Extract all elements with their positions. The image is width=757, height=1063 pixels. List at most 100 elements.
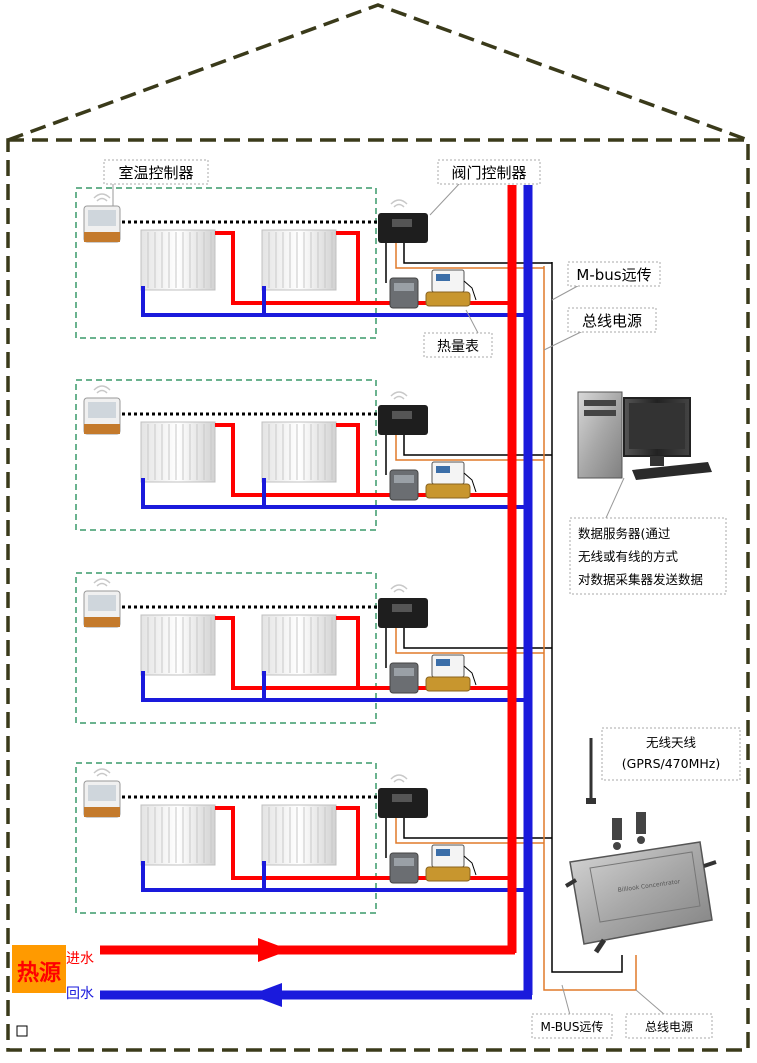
valve-actuator-icon — [389, 469, 419, 501]
heat-meter-wire — [463, 665, 477, 686]
mbus-branch-wire — [403, 243, 552, 264]
thermostat-wifi-icon — [93, 578, 111, 587]
antenna-icon — [586, 738, 596, 804]
supply-branch-pipe — [336, 423, 360, 495]
server-desc-line2: 无线或有线的方式 — [578, 549, 679, 564]
supply-branch-pipe — [215, 231, 512, 305]
floor-unit — [75, 762, 552, 914]
heat-meter-wire — [463, 280, 477, 301]
valve-wifi-icon — [390, 584, 408, 593]
radiator — [140, 229, 216, 291]
supply-branch-pipe — [215, 806, 512, 880]
return-water-label: 回水 — [66, 986, 94, 1002]
pc-tower — [577, 391, 623, 479]
bus-power-trunk — [543, 266, 637, 991]
house-outline — [6, 3, 750, 1052]
return-branch-pipe — [141, 861, 528, 892]
thermostat-wifi-icon — [93, 193, 111, 202]
floor-room-box — [75, 187, 377, 339]
antenna-label-line2: (GPRS/470MHz) — [622, 756, 720, 771]
return-branch-pipe — [141, 671, 528, 702]
room-thermostat-icon — [83, 193, 121, 243]
supply-main-pipe — [100, 938, 515, 962]
floor-room-box — [75, 762, 377, 914]
mbus-branch-wire — [403, 435, 552, 456]
heat-source-label: 热源 — [17, 960, 61, 986]
return-main-pipe — [100, 983, 532, 1007]
supply-branch-pipe — [336, 231, 360, 303]
small-square-icon — [16, 1025, 28, 1037]
antenna-label-line1: 无线天线 — [646, 735, 697, 750]
room-thermostat-icon — [83, 578, 121, 628]
supply-branch-pipe — [215, 616, 512, 690]
thermostat-wifi-icon — [93, 385, 111, 394]
bus-power-callout: 总线电源 — [543, 307, 657, 351]
data-concentrator: Billlook Concentrator — [564, 841, 717, 954]
valve-actuator-icon — [389, 277, 419, 309]
mbus-remote-callout: M-bus远传 — [551, 261, 661, 301]
valve-controller-icon — [378, 391, 428, 435]
room-thermostat-icon — [83, 768, 121, 818]
radiator — [140, 421, 216, 483]
radiator — [261, 614, 337, 676]
valve-wifi-icon — [390, 774, 408, 783]
heat-meter-label: 热量表 — [437, 339, 479, 355]
antenna-callout: 无线天线 (GPRS/470MHz) — [601, 727, 741, 781]
mbus-remote-label: M-bus远传 — [576, 266, 651, 284]
valve-controller-icon — [378, 199, 428, 243]
connector-icons — [612, 812, 646, 850]
server-desc-line3: 对数据采集器发送数据 — [578, 572, 703, 587]
radiator — [261, 804, 337, 866]
valve-controller-callout: 阀门控制器 — [429, 159, 541, 216]
return-branch-pipe — [141, 478, 528, 509]
bus-power-branch-wire — [395, 243, 544, 269]
room-thermostat-callout: 室温控制器 — [103, 159, 209, 206]
server-desc-line1: 数据服务器(通过 — [578, 526, 671, 541]
bus-power-bottom-callout: 总线电源 — [625, 989, 713, 1039]
floors-layer — [75, 187, 552, 914]
mbus-remote-bottom-callout: M-BUS远传 — [531, 984, 613, 1039]
radiator — [261, 229, 337, 291]
heat-meter-wire — [463, 472, 477, 493]
radiator — [261, 421, 337, 483]
heat-source-box — [12, 945, 66, 993]
heat-meter-wire — [463, 855, 477, 876]
supply-branch-pipe — [336, 806, 360, 878]
mbus-trunk — [551, 262, 623, 973]
bus-power-branch-wire — [395, 818, 544, 844]
valve-wifi-icon — [390, 199, 408, 208]
room-thermostat-icon — [83, 385, 121, 435]
valve-controller-label: 阀门控制器 — [451, 164, 526, 182]
bus-power-bottom-label: 总线电源 — [645, 1020, 693, 1034]
bus-power-branch-wire — [395, 628, 544, 654]
supply-water-label: 进水 — [66, 951, 94, 967]
data-server-callout: 数据服务器(通过 无线或有线的方式 对数据采集器发送数据 — [569, 517, 727, 595]
thermostat-wifi-icon — [93, 768, 111, 777]
floor-room-box — [75, 379, 377, 531]
valve-actuator-icon — [389, 662, 419, 694]
bus-power-label: 总线电源 — [582, 312, 642, 330]
heat-meter-icon — [425, 269, 477, 307]
floor-unit — [75, 572, 552, 724]
supply-branch-pipe — [215, 423, 512, 497]
return-branch-pipe — [141, 286, 528, 317]
heat-meter-icon — [425, 654, 477, 692]
mbus-branch-wire — [403, 818, 552, 839]
mbus-remote-bottom-label: M-BUS远传 — [541, 1019, 604, 1034]
heat-meter-icon — [425, 461, 477, 499]
heat-meter-icon — [425, 844, 477, 882]
radiator — [140, 804, 216, 866]
server-callout-line — [605, 477, 625, 519]
floor-room-box — [75, 572, 377, 724]
valve-wifi-icon — [390, 391, 408, 400]
computer-icon — [577, 391, 712, 480]
mbus-branch-wire — [403, 628, 552, 649]
bus-power-branch-wire — [395, 435, 544, 461]
supply-branch-pipe — [336, 616, 360, 688]
valve-actuator-icon — [389, 852, 419, 884]
room-thermostat-label: 室温控制器 — [118, 164, 193, 182]
valve-controller-icon — [378, 774, 428, 818]
floor-unit — [75, 379, 552, 531]
